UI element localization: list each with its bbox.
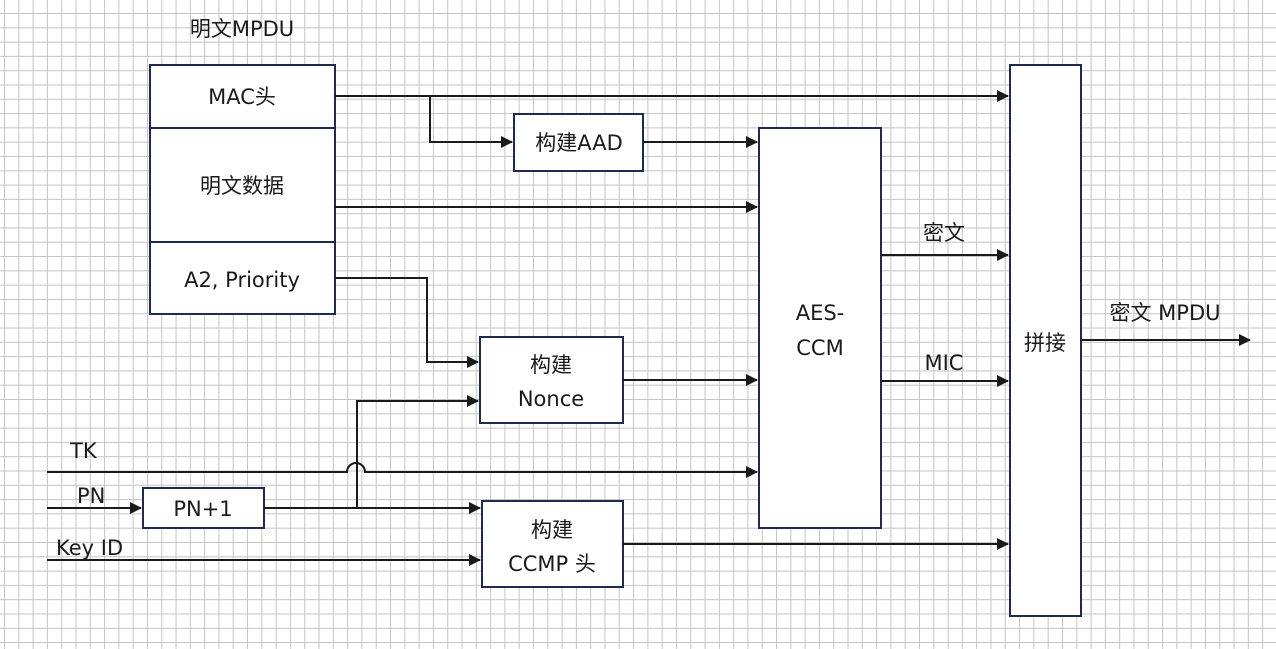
pn-to-nonce-arrow xyxy=(356,395,479,508)
ciphertext-label: 密文 xyxy=(923,221,965,245)
a2-priority-to-nonce-arrow xyxy=(335,277,479,368)
tk-label: TK xyxy=(69,439,98,463)
plaintext-data-label: 明文数据 xyxy=(200,174,284,198)
mac-header-field xyxy=(149,64,336,129)
build-nonce-label-line1: 构建 xyxy=(530,353,572,377)
concat-block xyxy=(1009,64,1082,617)
pn-label: PN xyxy=(77,484,105,508)
plaintext-mpdu-title: 明文MPDU xyxy=(190,17,294,41)
aes-ccm-label-line1: AES- xyxy=(796,301,845,325)
build-ccmp-header-block xyxy=(481,500,624,588)
build-nonce-label-line2: Nonce xyxy=(518,387,584,411)
key-id-label: Key ID xyxy=(56,536,123,560)
aes-ccm-block xyxy=(758,127,882,529)
a2-priority-field xyxy=(149,241,336,315)
mac-header-label: MAC头 xyxy=(208,85,276,109)
a2-priority-label: A2, Priority xyxy=(184,268,300,292)
build-nonce-block xyxy=(479,336,624,424)
pn-increment-block xyxy=(142,487,265,529)
plaintext-data-field xyxy=(149,127,336,243)
build-aad-label: 构建AAD xyxy=(535,131,623,155)
mic-label: MIC xyxy=(925,351,964,375)
mac-header-to-aad-arrow xyxy=(429,96,513,148)
build-ccmp-label-line2: CCMP 头 xyxy=(508,552,596,576)
aes-ccm-label-line2: CCM xyxy=(796,336,843,360)
pn-increment-label: PN+1 xyxy=(173,497,232,521)
concat-label: 拼接 xyxy=(1024,331,1066,355)
plaintext-mpdu-frame: MAC头 明文数据 A2, Priority xyxy=(149,64,336,315)
cipher-mpdu-label: 密文 MPDU xyxy=(1110,301,1221,325)
tk-to-aes-arrow xyxy=(47,462,758,478)
build-ccmp-label-line1: 构建 xyxy=(531,518,573,542)
